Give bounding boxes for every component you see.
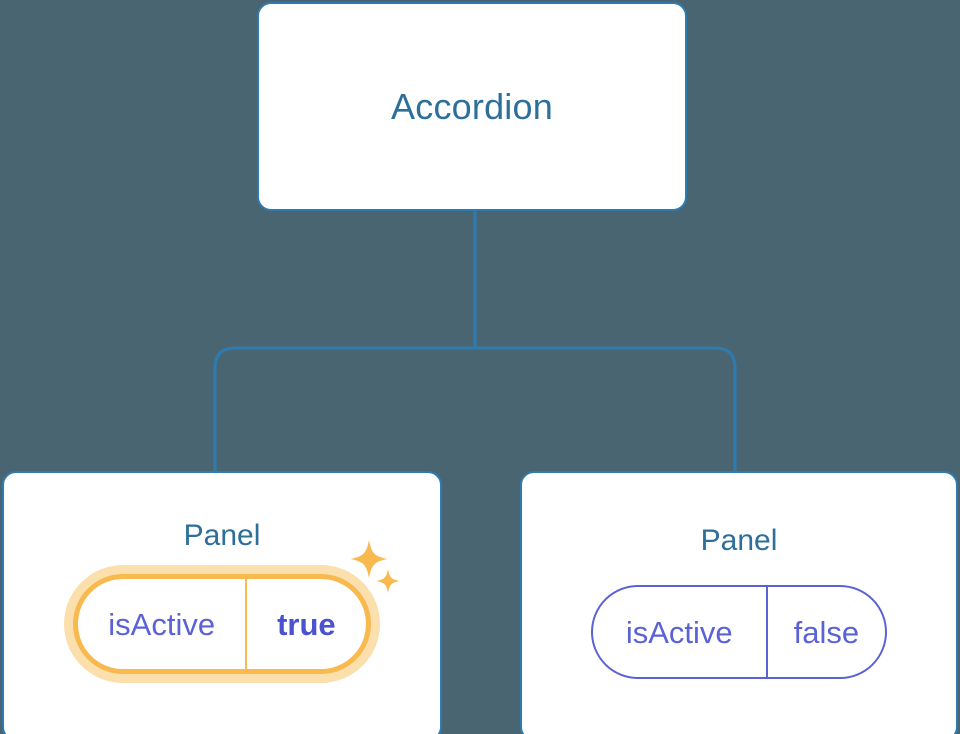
prop-value-label: false	[765, 587, 885, 677]
prop-value-label: true	[245, 579, 366, 669]
node-panel-left[interactable]: Panel isActive true	[2, 471, 442, 734]
prop-key-label: isActive	[625, 614, 733, 650]
prop-pill-isactive-false[interactable]: isActive false	[590, 585, 888, 679]
edge-root-to-panel-right	[473, 346, 737, 474]
prop-pill-wrapper-left: isActive true	[73, 540, 400, 674]
prop-pill-wrapper-right: isActive false	[590, 585, 888, 679]
node-panel-left-title: Panel	[183, 519, 261, 552]
node-accordion-title: Accordion	[391, 85, 553, 127]
node-panel-right-title: Panel	[700, 524, 778, 557]
node-panel-right[interactable]: Panel isActive false	[520, 471, 958, 734]
edge-root-to-panel-left	[213, 346, 477, 474]
prop-pill-isactive-true[interactable]: isActive true	[73, 574, 371, 674]
prop-key-label: isActive	[108, 606, 216, 642]
node-accordion[interactable]: Accordion	[257, 2, 687, 211]
